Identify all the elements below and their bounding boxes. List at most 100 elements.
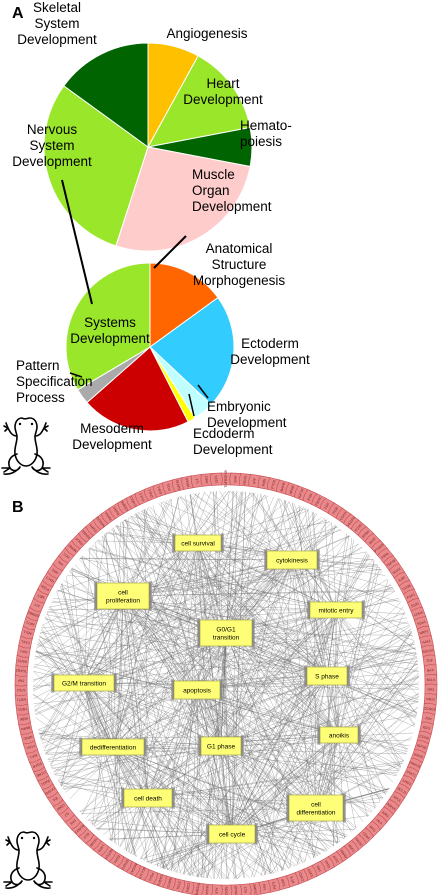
gene-node-label: HES1 (18, 707, 27, 712)
gene-node-label: FAS (69, 818, 77, 826)
hub-box (319, 726, 359, 744)
hub-label: apoptosis (183, 688, 212, 695)
hub-label: dedifferentiation (90, 745, 137, 752)
hub-box (123, 788, 173, 808)
gene-node-label: HNF1 (347, 843, 356, 853)
gene-node-label: PTEN (40, 584, 50, 592)
gene-node-label: EGR1 (112, 854, 120, 864)
gene-node-label: WT1 (62, 552, 70, 560)
pie-top-slice-skeletal (63, 42, 149, 148)
gene-node-label: RPL (262, 884, 267, 891)
hub-box (173, 680, 221, 700)
hub-label-line: cell survival (181, 541, 215, 548)
gene-node-label: TNFRSF1B (224, 470, 228, 488)
gene-node-label: NR12 (426, 697, 435, 702)
gene-node-label: CEBPA (120, 499, 129, 511)
gene-node-label: SOCS1 (422, 648, 434, 654)
gene-node-label: TNF (18, 678, 25, 682)
frog-icon-b (3, 831, 53, 889)
hub-label-line: dedifferentiation (90, 745, 137, 752)
gene-node-label: PDGF (75, 536, 85, 545)
gene-node-label: S100 (410, 602, 419, 609)
gene-node-label: MAFA (204, 885, 209, 895)
leader-line-2 (197, 384, 209, 399)
gene-node-label: NRG (381, 810, 390, 818)
gene-node-label: MYC (369, 825, 378, 834)
pie-top-slice-nervous (43, 85, 149, 247)
hub-label: cell death (134, 796, 162, 803)
gene-node-label: NR1 (427, 688, 434, 692)
gene-node-label: FOS (166, 483, 172, 492)
gene-node-label: JUN (425, 716, 433, 721)
gene-node-label: STAT1 (406, 770, 417, 778)
gene-node-label: SMAD (339, 849, 348, 860)
gene-node-label: RPL5 (392, 795, 401, 803)
hub-label: G1 phase (207, 744, 236, 751)
gene-node-label: TP53INP (194, 882, 200, 895)
label-skeletal-system-development-line: Skeletal (33, 0, 81, 15)
gene-node-label: JAK2 (204, 476, 209, 485)
label-nervous-system-development-line: System (29, 138, 74, 153)
hub-cytokinesis: cytokinesis (264, 549, 320, 571)
label-skeletal-system-development-line: Development (17, 32, 97, 47)
gene-node-label: PADI2 (354, 837, 363, 847)
gene-node-label: FBXL (381, 551, 390, 560)
label-anatomical-structure-morphogenesis-line: Structure (212, 257, 267, 272)
gene-node-label: RUNX1 (74, 824, 85, 835)
hub-label: cell survival (181, 541, 215, 548)
gene-node-label: EMP3 (89, 523, 98, 533)
gene-node-label: CUL1 (138, 492, 145, 502)
gene-node-label: BCL11 (397, 786, 408, 795)
hub-label: mitotic entry (318, 608, 354, 615)
gene-node-label: CCNG1 (423, 706, 435, 711)
gene-node-label: WNT5 (17, 658, 27, 663)
gene-node-label: NFKB (289, 484, 296, 495)
hub-dedifferentiation: dedifferentiation (79, 737, 147, 757)
gene-node-label: ABL1 (23, 630, 32, 636)
hub-label-line: G0/G1 (216, 627, 236, 634)
label-pattern-specification-process-line: Specification (16, 374, 93, 389)
label-angiogenesis: Angiogenesis (166, 26, 247, 41)
label-muscle-organ-development-line: Muscle (192, 167, 235, 182)
hub-label-line: mitotic entry (318, 608, 354, 615)
gene-node-label: CXCL (21, 639, 31, 645)
gene-node-label: FOXO (354, 523, 363, 533)
gene-node-label: HRAS (185, 477, 191, 488)
gene-node-label: EPHA (233, 886, 237, 895)
hub-anoikis: anoikis (317, 725, 361, 745)
hub-label: cytokinesis (276, 558, 309, 565)
gene-node-label: BCL6 (427, 678, 436, 682)
gene-node-label: GATA2 (175, 479, 181, 490)
label-systems-development-line: Systems (84, 315, 136, 330)
gene-node-label: DVL1 (147, 489, 154, 498)
gene-node-label: CDK4 (185, 883, 191, 893)
gene-node-label: SFRP2 (121, 859, 130, 871)
gene-node-label: BCL11A (137, 866, 146, 880)
gene-node-label: VHL (57, 560, 65, 567)
gene-node-label: RARA (104, 511, 113, 522)
gene-node-label: IL2 (63, 812, 69, 818)
label-embryonic-development-line: Embryonic (207, 399, 271, 414)
panel-a-letter: A (12, 5, 24, 22)
hub-s-phase: S phase (304, 665, 350, 687)
gene-node-label: IL1B (289, 876, 295, 885)
label-ectoderm-development-line: Ectoderm (241, 336, 299, 351)
hub-label-line: G2/M transition (62, 681, 106, 688)
gene-node-label: CASP8 (44, 786, 56, 795)
hub-label-line: cell death (134, 796, 162, 803)
label-ecdoderm-development-line: Ecdoderm (193, 426, 255, 441)
hub-g2m-transition: G2/M transition (51, 673, 117, 693)
pie-connector-lines (61, 179, 209, 417)
gene-node-label: CD44 (361, 831, 370, 840)
